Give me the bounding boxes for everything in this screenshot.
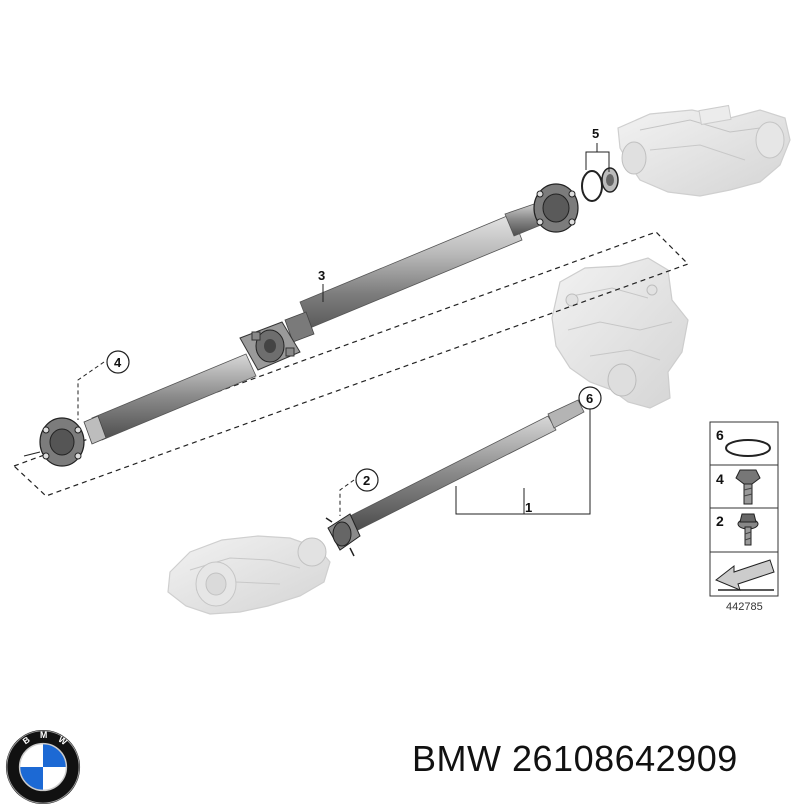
leader-lines: [77, 143, 610, 516]
front-differential: [167, 535, 331, 615]
seal-ring-set: [581, 167, 619, 202]
callout-1: 1: [525, 500, 532, 515]
flange-bolt-icon: [737, 513, 759, 546]
part-caption: BMW 26108642909: [412, 738, 738, 780]
center-bearing: [239, 321, 301, 371]
legend-number-6: 6: [716, 427, 724, 443]
callout-3: 3: [318, 268, 325, 283]
hex-bolt-icon: [735, 469, 761, 505]
legend-number-2: 2: [716, 513, 724, 529]
part-number: 26108642909: [512, 738, 738, 779]
reference-number: 442785: [726, 601, 763, 613]
callout-6-circle: 6: [578, 386, 602, 410]
o-ring-icon: [725, 439, 771, 457]
arrow-icon: [715, 559, 775, 591]
callout-5: 5: [592, 126, 599, 141]
callout-2: 2: [363, 473, 370, 488]
rear-differential: [617, 104, 791, 197]
assembly-outline: [12, 231, 690, 497]
rear-propeller-shaft: [23, 183, 579, 467]
front-shaft-joint: [325, 513, 361, 557]
brand-name: BMW: [412, 738, 502, 779]
rear-flange: [533, 183, 579, 233]
bmw-logo: B M W: [5, 730, 81, 805]
svg-text:B: B: [21, 734, 32, 746]
legend-number-4: 4: [716, 471, 724, 487]
parts-legend: 6 4 2: [709, 421, 779, 597]
front-flange: [23, 417, 85, 467]
callout-2-circle: 2: [355, 468, 379, 492]
callout-4: 4: [114, 355, 122, 370]
callout-6: 6: [586, 391, 593, 406]
front-propeller-shaft: [325, 399, 585, 557]
transfer-case: [551, 257, 689, 409]
callout-4-circle: 4: [106, 350, 130, 374]
svg-text:M: M: [40, 730, 47, 740]
